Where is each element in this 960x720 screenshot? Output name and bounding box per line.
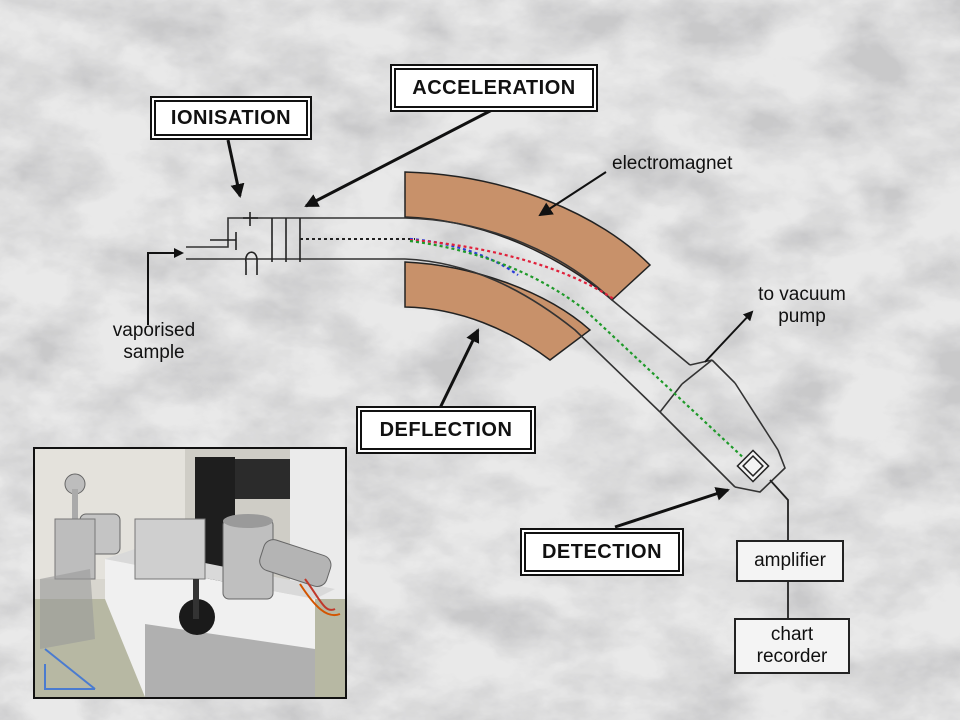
vaporised-sample-annotation: vaporised sample: [112, 320, 196, 363]
ionisation-arrow: [226, 139, 245, 198]
signal-wires: [769, 479, 789, 618]
deflection-label: DEFLECTION: [360, 410, 532, 450]
photo-illustration: [35, 449, 345, 697]
detection-arrow: [614, 487, 730, 529]
acceleration-label: ACCELERATION: [394, 68, 594, 108]
electromagnet-lower: [404, 261, 592, 361]
chart-recorder-box: chart recorder: [734, 618, 850, 674]
label-arrows: [147, 108, 754, 529]
detector: [736, 449, 770, 483]
ionisation-chamber: [210, 212, 301, 275]
vacuum-pump-annotation: to vacuum pump: [758, 284, 846, 327]
vaporised-sample-arrow: [147, 248, 184, 325]
electromagnet-arrow: [538, 171, 607, 217]
mass-spectrometer-photo: [33, 447, 347, 699]
deflection-arrow: [438, 328, 480, 409]
vacuum-pump-arrow: [704, 310, 754, 363]
acceleration-arrow: [304, 108, 493, 208]
electromagnet-annotation: electromagnet: [612, 153, 733, 174]
ionisation-label: IONISATION: [154, 100, 308, 136]
amplifier-box: amplifier: [736, 540, 844, 582]
detection-label: DETECTION: [524, 532, 680, 572]
